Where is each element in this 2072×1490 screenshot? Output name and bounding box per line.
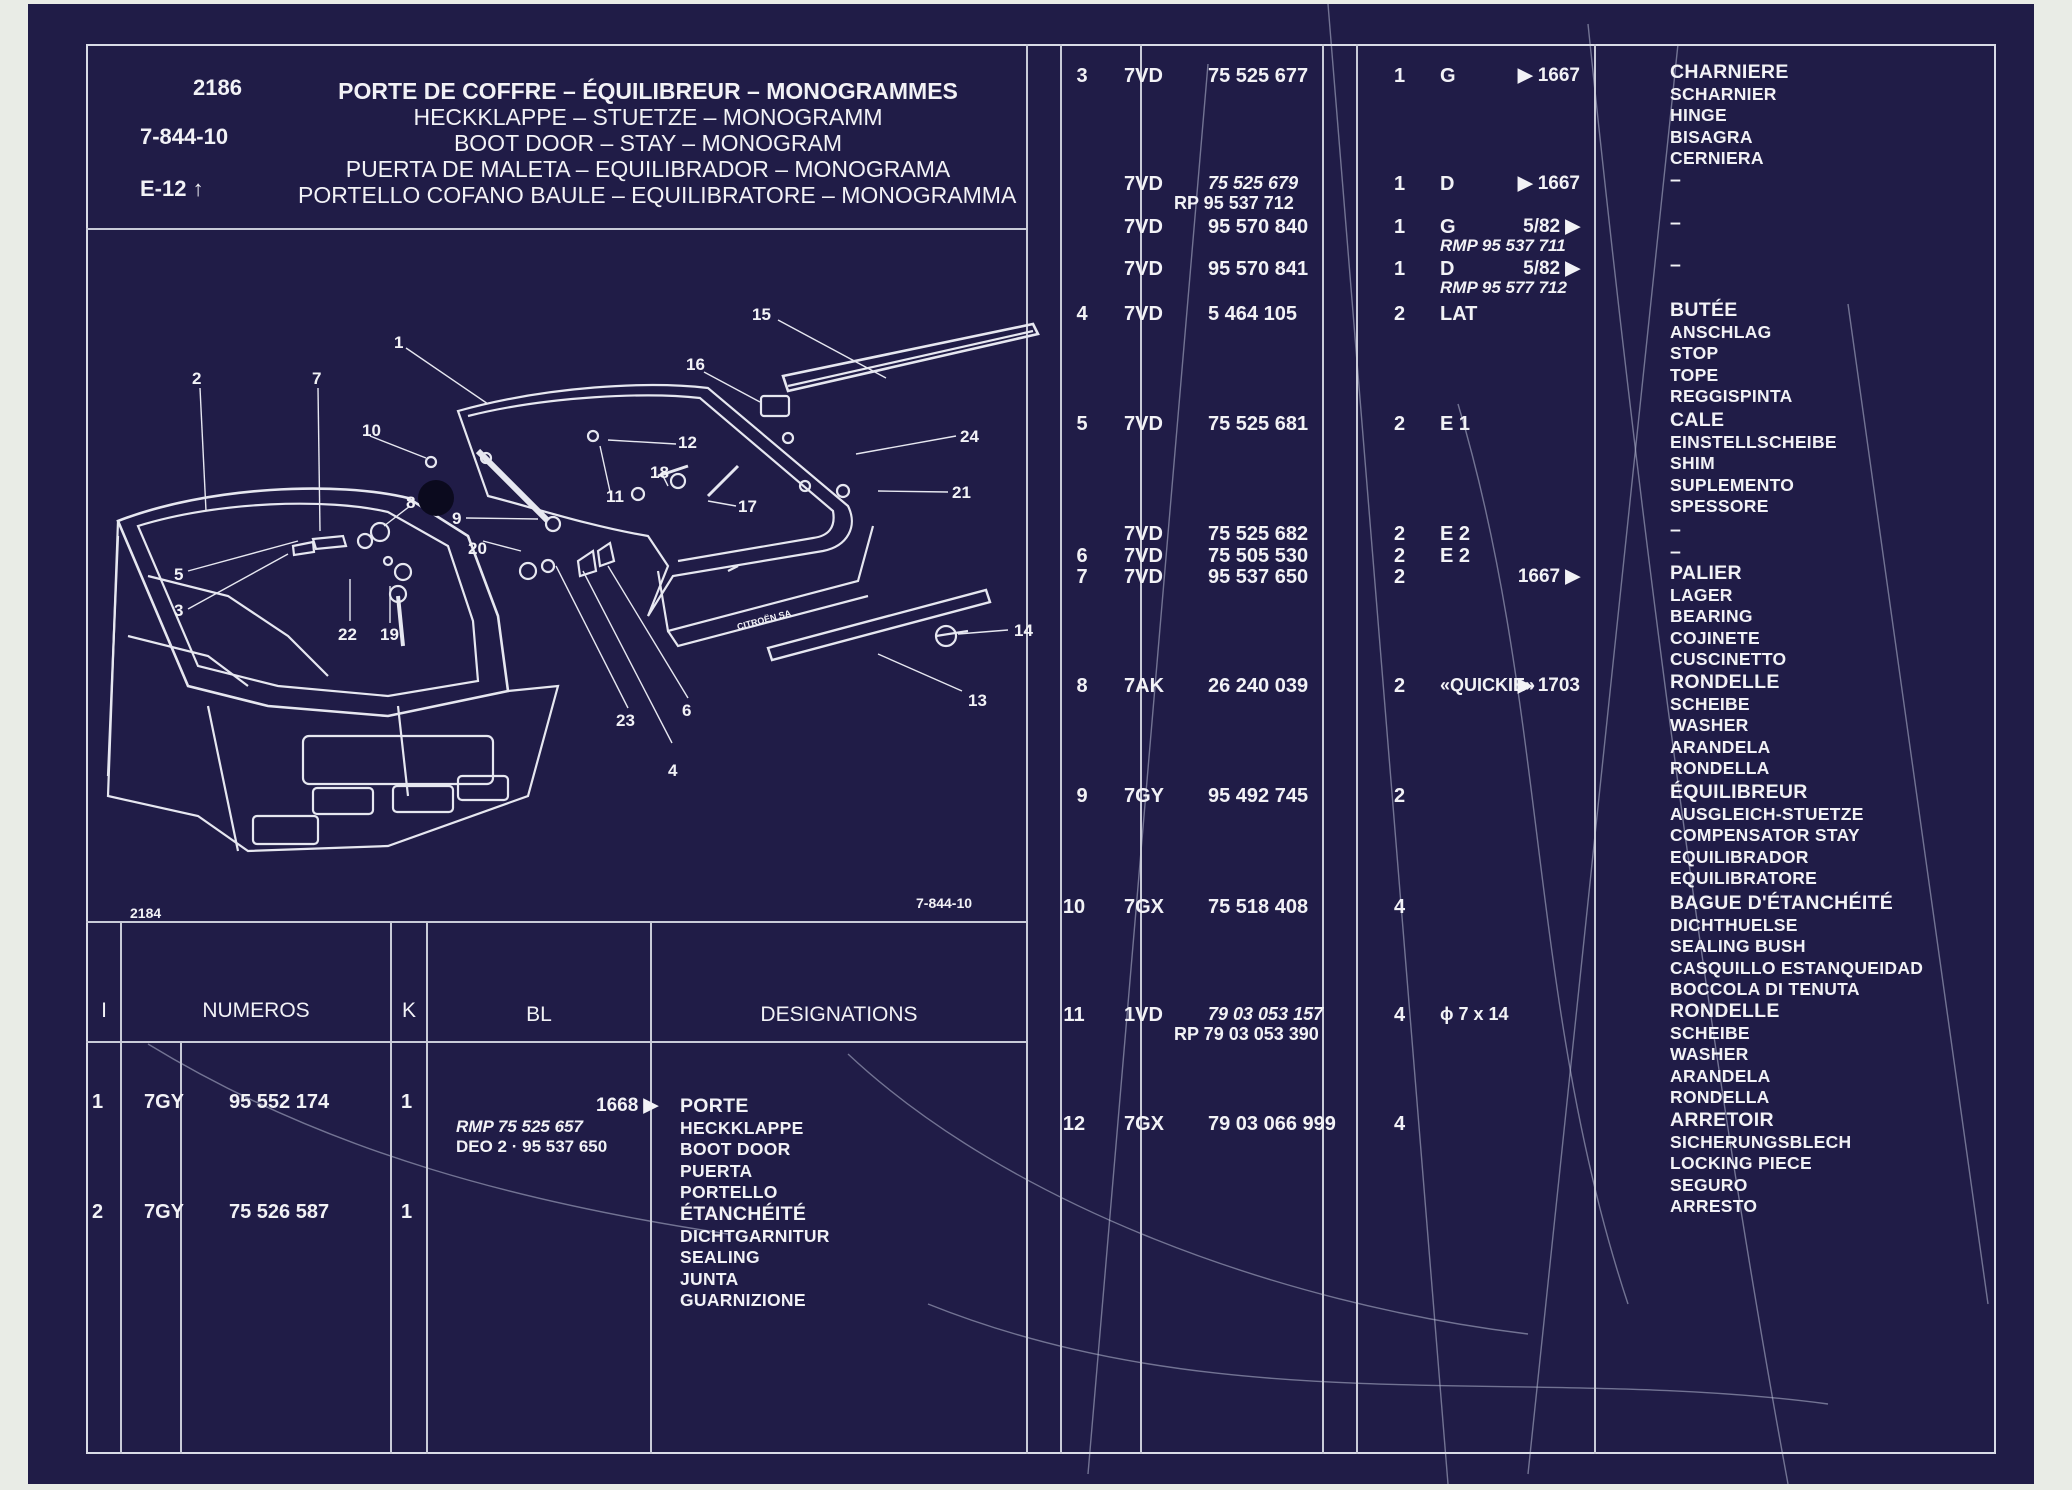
callout-16: 16 [686,355,705,374]
table-frame [86,44,1996,1454]
callout-24: 24 [960,427,979,446]
exploded-diagram: CITROËN SA 1 2 7 10 12 15 16 24 21 8 11 … [106,305,1040,853]
title-en: BOOT DOOR – STAY – MONOGRAM [453,130,843,156]
callout-21: 21 [952,483,971,502]
callout-20: 20 [468,539,487,558]
callout-15: 15 [752,305,771,324]
col-header-i: I [101,999,107,1022]
diagram-code-right: 7-844-10 [916,895,973,911]
callout-6: 6 [682,701,691,720]
callout-4: 4 [668,761,678,780]
callout-12: 12 [678,433,697,452]
designation-list: – [1670,169,1682,191]
designation-list: – [1670,541,1682,563]
arrow-up-icon: ↑ [192,176,204,201]
designation-list: – [1670,212,1682,234]
title-de: HECKKLAPPE – STUETZE – MONOGRAMM [413,104,883,130]
sheet-code: 2186 [193,75,242,100]
col-header-k: K [401,999,416,1022]
callout-23: 23 [616,711,635,730]
col-header-bl: BL [526,1003,552,1026]
col-header-designations: DESIGNATIONS [760,1003,918,1026]
film-scratches [147,4,1989,1484]
col-header-numeros: NUMEROS [202,999,310,1022]
title-it: PORTELLO COFANO BAULE – EQUILIBRATORE – … [298,182,1017,208]
callout-17: 17 [738,497,757,516]
callout-2: 2 [192,369,201,388]
callout-10: 10 [362,421,381,440]
title-es: PUERTA DE MALETA – EQUILIBRADOR – MONOGR… [345,156,951,182]
callout-14: 14 [1014,621,1033,640]
parts-sheet: 2186 7-844-10 E-12 ↑ PORTE DE COFFRE – É… [28,4,2034,1484]
designation-list: – [1670,519,1682,541]
callout-1: 1 [394,333,403,352]
callout-5: 5 [174,565,183,584]
sheet-ref: 7-844-10 [140,124,229,149]
callout-22: 22 [338,625,357,644]
callout-18: 18 [650,463,669,482]
callout-13: 13 [968,691,987,710]
callout-3: 3 [174,601,183,620]
callout-19: 19 [380,625,399,644]
callout-11: 11 [606,487,624,506]
callout-7: 7 [312,369,321,388]
sheet-ref2: E-12 ↑ [140,176,204,201]
callout-8: 8 [406,493,415,512]
designation-list: – [1670,254,1682,276]
diagram-code-left: 2184 [130,905,162,921]
callout-9: 9 [452,509,461,528]
title-fr: PORTE DE COFFRE – ÉQUILIBREUR – MONOGRAM… [338,78,958,104]
